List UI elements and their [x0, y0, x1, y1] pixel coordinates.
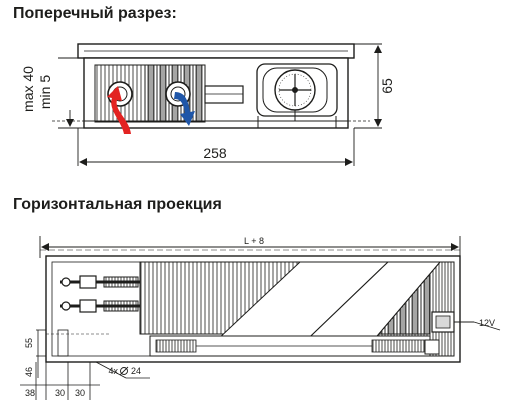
holes-count-label: 4x — [108, 366, 118, 376]
dim-min-label: min 5 — [37, 75, 53, 109]
diameter-symbol-icon — [119, 366, 129, 376]
dim-30a-label: 30 — [55, 388, 65, 398]
fan-motor-block — [204, 85, 244, 104]
plan-length-dimension — [39, 236, 461, 258]
dim-width-label: 258 — [203, 145, 227, 161]
plan-view — [45, 255, 501, 363]
cross-section — [52, 43, 370, 129]
dim-30b-label: 30 — [75, 388, 85, 398]
blue-arrow-icon — [174, 92, 195, 126]
holes-diameter-label: 24 — [131, 366, 141, 376]
plan-bottom-dimensions — [20, 329, 150, 400]
cross-section-title: Поперечный разрез: — [13, 5, 177, 22]
dim-max-label: max 40 — [20, 66, 36, 112]
red-arrow-icon — [107, 86, 131, 134]
thermostat-dial-icon — [274, 69, 316, 121]
pipe-connections — [60, 275, 140, 313]
dim-height-label: 65 — [379, 78, 395, 94]
cross-section-dimensions — [58, 43, 382, 166]
dim-46-label: 46 — [24, 367, 34, 377]
plan-view-title: Горизонтальная проекция — [13, 196, 222, 213]
voltage-label: 12V — [479, 318, 495, 328]
dim-length-label: L + 8 — [244, 236, 264, 246]
dim-55-label: 55 — [24, 338, 34, 348]
dim-38-label: 38 — [25, 388, 35, 398]
